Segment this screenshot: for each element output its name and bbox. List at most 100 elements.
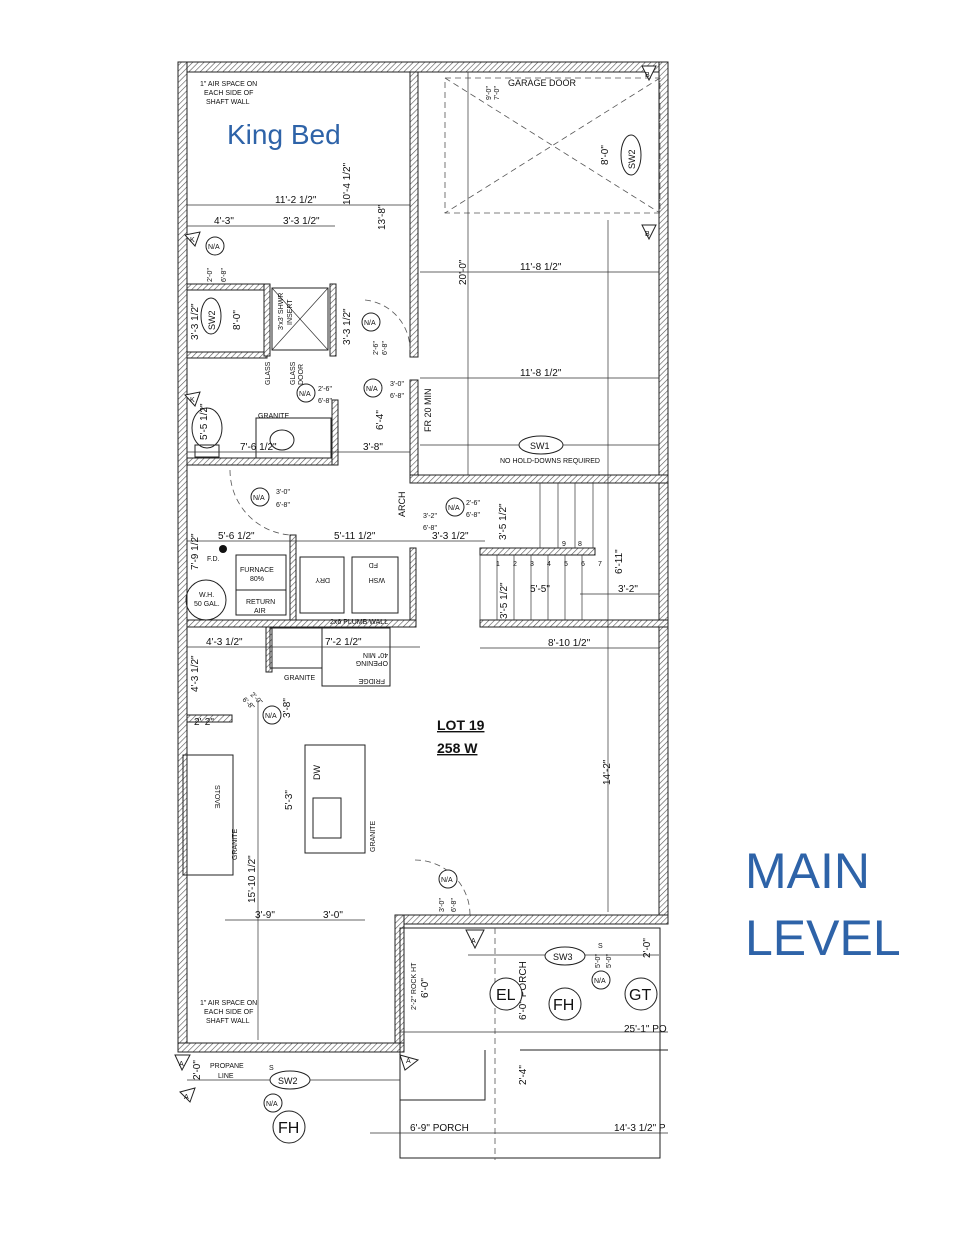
- door-tag: 3'-2"6'-8": [423, 513, 437, 532]
- dimension: 3'-8": [282, 698, 293, 718]
- dimension: 5'-6 1/2": [218, 531, 255, 542]
- svg-text:6'-8": 6'-8": [318, 398, 332, 405]
- title-main: MAIN: [745, 843, 870, 899]
- garage-door-label: GARAGE DOOR: [508, 78, 577, 88]
- svg-text:4: 4: [547, 561, 551, 568]
- dimension: 11'-2 1/2": [275, 195, 317, 206]
- svg-text:N/A: N/A: [208, 244, 220, 251]
- a-marker: A: [406, 1058, 411, 1065]
- svg-text:3: 3: [530, 561, 534, 568]
- svg-text:6: 6: [581, 561, 585, 568]
- dimension: 6'-9" PORCH: [410, 1123, 469, 1134]
- svg-text:N/A: N/A: [364, 320, 376, 327]
- shear-wall-tag: SW2: [278, 1076, 298, 1086]
- dimension: 8'-0": [232, 310, 243, 330]
- dimension: 6'-4": [375, 410, 386, 430]
- svg-text:7: 7: [598, 561, 602, 568]
- b-marker: B: [645, 231, 650, 238]
- door-tag: N/A2'-6"6'-8": [445, 497, 480, 519]
- dimension: 6'-0" PORCH: [518, 961, 529, 1020]
- dimension: 10'-4 1/2": [342, 162, 353, 205]
- granite-label: GRANITE: [232, 829, 239, 860]
- plumb-wall-label: 2x6 PLUMB WALL: [330, 619, 388, 626]
- opening-label: OPENING: [356, 659, 388, 666]
- na-tag: N/A: [266, 1101, 278, 1108]
- lot-unit: 258 W: [437, 740, 478, 756]
- water-heater-label: W.H.: [199, 592, 214, 599]
- arch-label: ARCH: [397, 491, 407, 517]
- dimension: 13'-8": [377, 204, 388, 230]
- s-dimension: 5'-0": [606, 954, 613, 968]
- dimension: 5'-5 1/2": [199, 403, 210, 440]
- dimension: 5'-5": [530, 584, 550, 595]
- svg-text:6'-8": 6'-8": [423, 525, 437, 532]
- granite-label: GRANITE: [284, 675, 315, 682]
- air-space-note: EACH SIDE OF: [204, 1009, 253, 1016]
- stair-numbers: 1 2 3 4 5 6 7 8 9: [496, 541, 602, 568]
- room-label-king-bed: King Bed: [227, 119, 341, 150]
- shear-wall-tag: SW3: [553, 952, 573, 962]
- dimension: 25'-1" PO: [624, 1024, 667, 1035]
- dimension: 5'-11 1/2": [334, 531, 376, 542]
- fixtures: [182, 77, 668, 1160]
- glass-label: GLASS: [265, 361, 272, 385]
- dimension: 8'-0": [600, 145, 611, 165]
- return-air-label: RETURN: [246, 599, 275, 606]
- svg-text:6'-8": 6'-8": [390, 393, 404, 400]
- notes: 1" AIR SPACE ON EACH SIDE OF SHAFT WALL …: [194, 78, 600, 1080]
- fridge-label: FRIDGE: [358, 677, 385, 684]
- air-space-note: 1" AIR SPACE ON: [200, 81, 257, 88]
- dimension: 2'-0": [192, 1060, 203, 1080]
- dimension: 14'-2": [602, 759, 613, 785]
- stove-label: STOVE: [213, 785, 220, 809]
- electrical-marker: EL: [496, 987, 516, 1004]
- svg-text:N/A: N/A: [253, 495, 265, 502]
- svg-text:2'-6": 2'-6": [318, 386, 332, 393]
- dimensions: 11'-2 1/2" 10'-4 1/2" 13'-8" 4'-3" 3'-3 …: [190, 86, 667, 1134]
- door-tag: N/A2'-6"6'-8": [296, 383, 332, 405]
- svg-text:2'-6": 2'-6": [373, 341, 380, 355]
- dimension: 2'-4": [518, 1065, 529, 1085]
- svg-text:6'-8": 6'-8": [451, 898, 458, 912]
- dimension: 3'-3 1/2": [283, 216, 320, 227]
- svg-text:3'-0": 3'-0": [439, 898, 446, 912]
- shower-label: 3'x3' SHWR: [278, 293, 285, 330]
- dimension: 4'-3": [214, 216, 234, 227]
- dimension: 3'-0": [323, 910, 343, 921]
- door-tags: N/A2'-0"6'-8" N/A2'-6"6'-8" N/A2'-6"6'-8…: [205, 236, 480, 912]
- na-tag: N/A: [594, 978, 606, 985]
- markers: EL FH GT FH N/A N/A S S 5'-0" 5'-0" A A …: [174, 65, 658, 1144]
- door-tag: N/A2'-6"6'-8": [361, 312, 389, 355]
- svg-text:6'-8": 6'-8": [276, 502, 290, 509]
- svg-text:1: 1: [496, 561, 500, 568]
- granite-label: GRANITE: [370, 821, 377, 852]
- dimension: 4'-3 1/2": [190, 655, 201, 692]
- dimension: 3'-9": [255, 910, 275, 921]
- dimension: 3'-3 1/2": [190, 303, 201, 340]
- granite-label: GRANITE: [258, 413, 289, 420]
- air-space-note: SHAFT WALL: [206, 99, 250, 106]
- dimension: 11'-8 1/2": [520, 262, 562, 273]
- dimension: 5'-3": [284, 790, 295, 810]
- dimension: 3'-3 1/2": [342, 308, 353, 345]
- svg-text:N/A: N/A: [265, 713, 277, 720]
- no-hold-downs-note: NO HOLD-DOWNS REQUIRED: [500, 458, 600, 465]
- s-dimension: 5'-0": [595, 954, 602, 968]
- dimension: 2'-2": [194, 717, 214, 728]
- dimension-lines: [187, 72, 668, 1134]
- frost-hydrant-marker: FH: [553, 997, 574, 1014]
- dimension: 3'-8": [363, 442, 383, 453]
- rock-height-label: 2'-2" ROCK HT: [411, 962, 418, 1010]
- glass-door-label: GLASS: [290, 361, 297, 385]
- dimension: 20'-0": [458, 259, 469, 285]
- svg-text:N/A: N/A: [441, 877, 453, 884]
- air-space-note: 1" AIR SPACE ON: [200, 1000, 257, 1007]
- svg-text:N/A: N/A: [366, 386, 378, 393]
- k-marker: K: [190, 237, 195, 244]
- svg-text:5: 5: [564, 561, 568, 568]
- door-tag: N/A2'-0"6'-8": [241, 691, 282, 725]
- water-heater-label: 50 GAL.: [194, 601, 220, 608]
- glass-door-label: DOOR: [298, 364, 305, 385]
- dimension: 6'-11": [614, 549, 625, 574]
